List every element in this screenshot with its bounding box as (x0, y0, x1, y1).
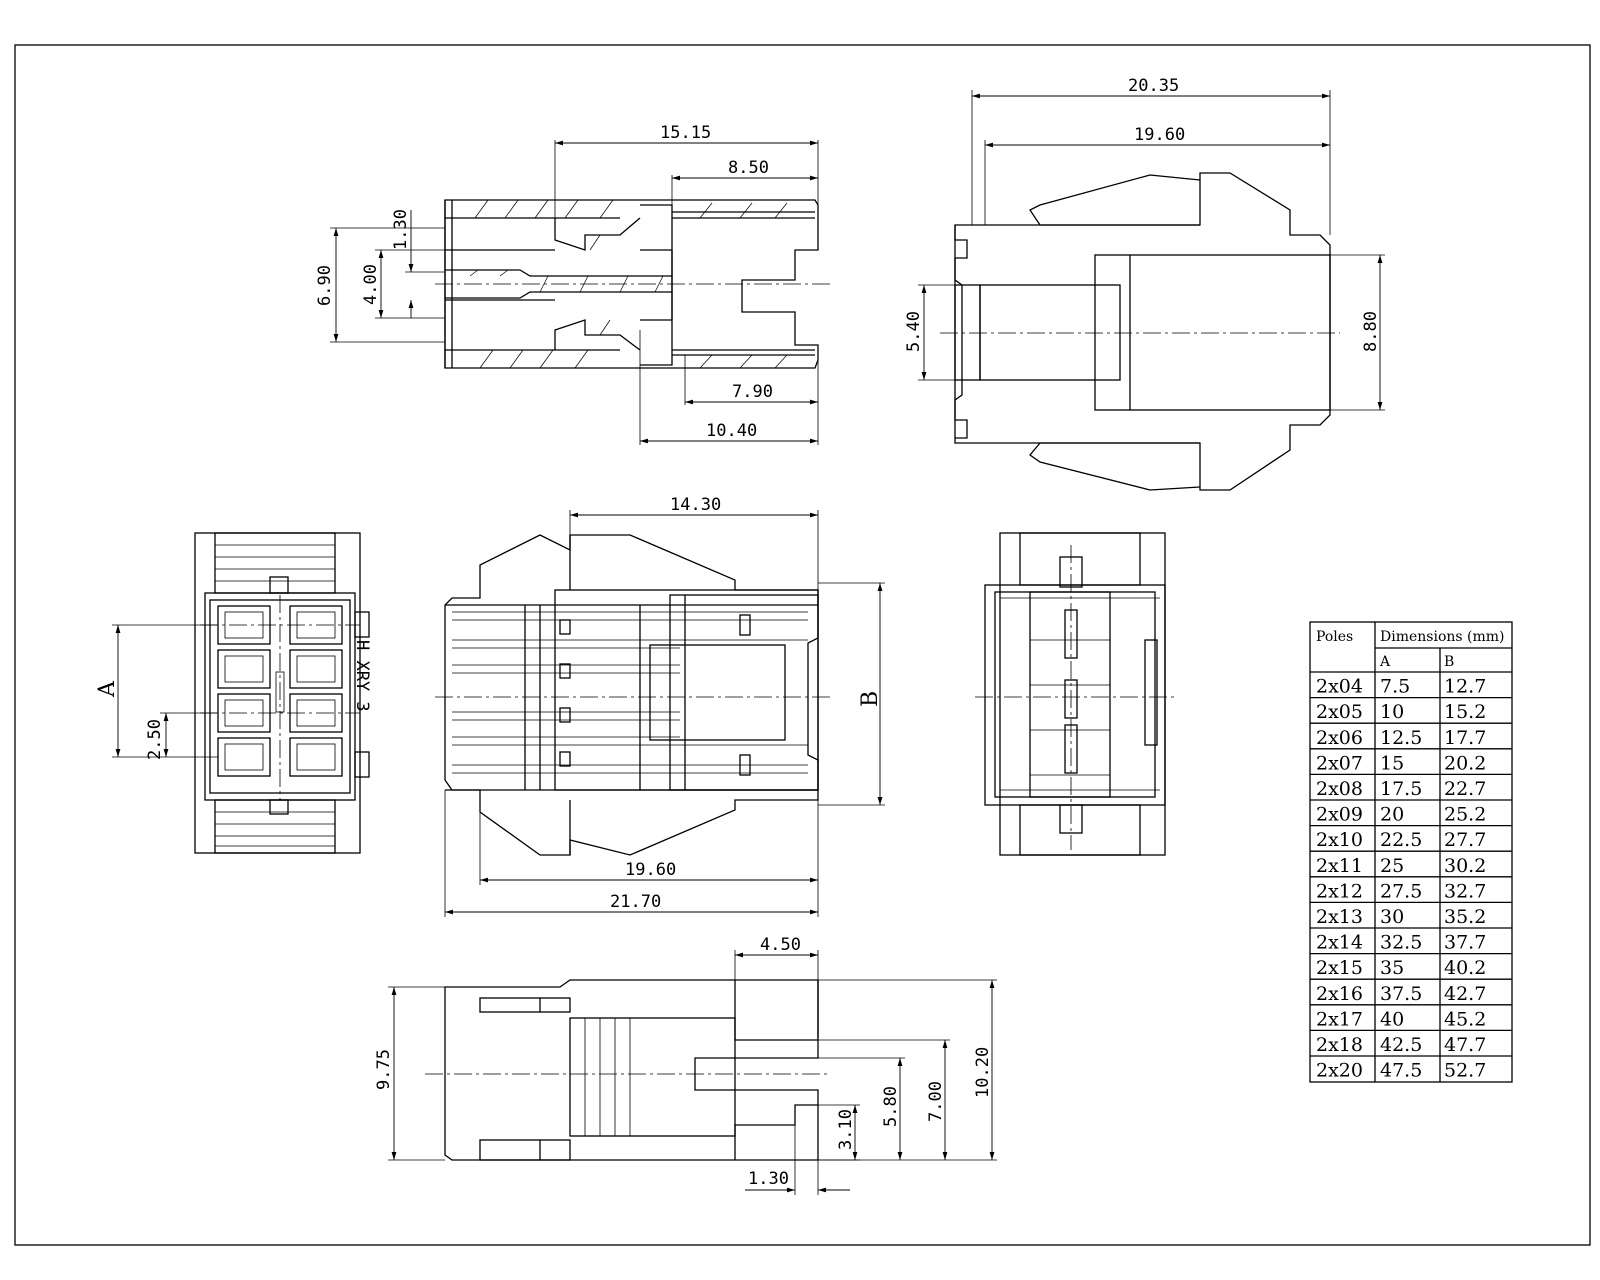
dim-4-00: 4.00 (361, 264, 381, 305)
table-cell-a: 22.5 (1380, 829, 1422, 851)
table-cell-a: 27.5 (1380, 880, 1422, 902)
dim-8-50: 8.50 (728, 158, 769, 178)
table-cell-a: 40 (1380, 1008, 1404, 1030)
label-b: B (858, 691, 883, 707)
table-cell-a: 35 (1380, 957, 1404, 979)
table-cell-b: 27.7 (1444, 829, 1486, 851)
dim-14-30: 14.30 (670, 495, 721, 515)
table-cell-poles: 2x11 (1316, 855, 1363, 877)
table-cell-b: 52.7 (1444, 1060, 1486, 1082)
table-cell-b: 25.2 (1444, 804, 1486, 826)
table-cell-poles: 2x05 (1316, 701, 1363, 723)
top-dimensions: 14.30 B 19.60 21.70 (444, 495, 885, 917)
table-cell-b: 17.7 (1444, 727, 1486, 749)
table-cell-b: 32.7 (1444, 880, 1486, 902)
dim-2-50: 2.50 (145, 719, 165, 760)
dim-7-90: 7.90 (732, 382, 773, 402)
table-cell-b: 30.2 (1444, 855, 1486, 877)
sheet-border (14, 44, 1591, 1246)
table-cell-poles: 2x16 (1316, 983, 1363, 1005)
dim-9-75: 9.75 (374, 1049, 394, 1090)
table-cell-poles: 2x08 (1316, 778, 1363, 800)
table-cell-a: 15 (1380, 752, 1404, 774)
table-header-b: B (1444, 654, 1454, 670)
table-cell-b: 35.2 (1444, 906, 1486, 928)
table-cell-poles: 2x20 (1316, 1060, 1363, 1082)
dim-10-40: 10.40 (706, 421, 757, 441)
dim-5-80: 5.80 (881, 1086, 901, 1127)
dim-3-10: 3.10 (836, 1109, 856, 1150)
front-dimensions: 15.15 8.50 6.90 4.00 1.30 7.90 10.40 (315, 123, 819, 445)
dim-6-90: 6.90 (315, 265, 335, 306)
dim-4-50: 4.50 (760, 935, 801, 955)
table-cell-b: 20.2 (1444, 752, 1486, 774)
dim-19-60: 19.60 (1134, 125, 1185, 145)
table-cell-b: 42.7 (1444, 983, 1486, 1005)
table-cell-poles: 2x04 (1316, 676, 1363, 698)
table-cell-poles: 2x17 (1316, 1008, 1363, 1030)
table-header-poles: Poles (1316, 629, 1353, 645)
table-cell-b: 12.7 (1444, 676, 1486, 698)
table-cell-poles: 2x07 (1316, 752, 1363, 774)
dim-1-30: 1.30 (391, 209, 411, 250)
table-cell-a: 30 (1380, 906, 1404, 928)
table-header-a: A (1379, 654, 1391, 670)
dim-15-15: 15.15 (660, 123, 711, 143)
dim-20-35: 20.35 (1128, 76, 1179, 96)
table-cell-b: 37.7 (1444, 932, 1486, 954)
table-cell-poles: 2x06 (1316, 727, 1363, 749)
table-cell-a: 12.5 (1380, 727, 1422, 749)
table-cell-a: 10 (1380, 701, 1404, 723)
bottom-dimensions: 4.50 9.75 3.10 5.80 7.00 10.20 1.30 (374, 935, 997, 1195)
table-cell-b: 15.2 (1444, 701, 1486, 723)
table-cell-a: 32.5 (1380, 932, 1422, 954)
table-cell-poles: 2x09 (1316, 804, 1363, 826)
table-cell-poles: 2x15 (1316, 957, 1363, 979)
table-cell-a: 25 (1380, 855, 1404, 877)
bottom-view (425, 979, 830, 1161)
label-a: A (95, 680, 120, 698)
dim-7-00: 7.00 (926, 1081, 946, 1122)
dim-8-80: 8.80 (1361, 311, 1381, 352)
table-cell-a: 17.5 (1380, 778, 1422, 800)
rear-end-view (975, 532, 1175, 856)
table-cell-a: 47.5 (1380, 1060, 1422, 1082)
dim-21-70: 21.70 (610, 892, 661, 912)
top-view (435, 534, 830, 856)
table-cell-b: 40.2 (1444, 957, 1486, 979)
table-cell-poles: 2x18 (1316, 1034, 1363, 1056)
table-cell-poles: 2x13 (1316, 906, 1363, 928)
part-marking: H XRY 3 (352, 640, 372, 712)
dimensions-table: Poles Dimensions (mm) A B 2x04 7.5 12.7 2x0… (1309, 621, 1513, 1083)
side-dimensions: 20.35 19.60 5.40 8.80 (904, 76, 1385, 411)
end-dimensions: A 2.50 (95, 624, 218, 760)
table-cell-b: 22.7 (1444, 778, 1486, 800)
table-cell-b: 47.7 (1444, 1034, 1486, 1056)
dim-1-30-bottom: 1.30 (748, 1169, 789, 1189)
table-cell-a: 37.5 (1380, 983, 1422, 1005)
table-cell-b: 45.2 (1444, 1008, 1486, 1030)
side-view (940, 172, 1340, 491)
table-cell-poles: 2x10 (1316, 829, 1363, 851)
front-section-view (435, 199, 830, 369)
table-cell-poles: 2x14 (1316, 932, 1363, 954)
table-cell-a: 20 (1380, 804, 1404, 826)
table-cell-poles: 2x12 (1316, 880, 1363, 902)
dim-19-60-top: 19.60 (625, 860, 676, 880)
dim-5-40: 5.40 (904, 311, 924, 352)
table-cell-a: 7.5 (1380, 676, 1410, 698)
end-view: H XRY 3 (194, 532, 372, 854)
dim-10-20: 10.20 (973, 1047, 993, 1098)
table-header-dimensions: Dimensions (mm) (1380, 629, 1505, 645)
table-cell-a: 42.5 (1380, 1034, 1422, 1056)
